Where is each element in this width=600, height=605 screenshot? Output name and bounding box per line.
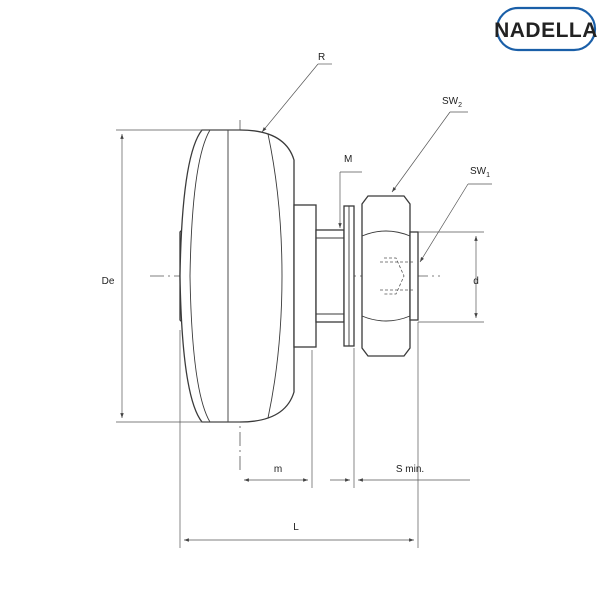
sw1-callout: SW1 — [419, 166, 492, 263]
logo-text: NADELLA — [494, 19, 598, 42]
dimension-d: d — [418, 231, 484, 323]
label-de: De — [102, 276, 115, 287]
dimension-m: m — [244, 464, 308, 482]
label-l: L — [293, 522, 299, 533]
m-thread-callout: M — [338, 154, 362, 228]
label-sw2-sub: 2 — [458, 102, 462, 109]
label-s-min: S min. — [396, 464, 424, 475]
dimension-s-min: S min. — [330, 464, 470, 482]
hex-socket-hidden — [384, 257, 405, 295]
label-d: d — [473, 276, 479, 287]
label-m-length: m — [274, 464, 282, 475]
bolt-shoulder — [293, 204, 317, 348]
dimension-l: L — [184, 522, 414, 542]
wheel-groove-right — [267, 133, 283, 419]
sw2-callout: SW2 — [391, 96, 468, 193]
roller-wheel — [179, 129, 295, 423]
bolt-assembly — [293, 195, 419, 357]
label-r: R — [318, 52, 325, 63]
label-m-thread: M — [344, 154, 352, 165]
wheel-body — [179, 129, 295, 423]
bolt-shank — [315, 229, 345, 323]
svg-text:SW2: SW2 — [442, 96, 462, 109]
dimension-de: De — [102, 129, 240, 423]
logo-outline — [495, 6, 597, 52]
nadella-logo: NADELLA — [494, 6, 598, 52]
label-sw1: SW — [470, 166, 487, 177]
wheel-groove-left — [189, 129, 211, 423]
svg-text:SW1: SW1 — [470, 166, 490, 179]
label-sw1-sub: 1 — [486, 172, 490, 179]
shaft-end — [409, 231, 419, 321]
label-sw2: SW — [442, 96, 459, 107]
hex-nut — [361, 195, 411, 357]
radius-callout: R — [261, 52, 332, 133]
